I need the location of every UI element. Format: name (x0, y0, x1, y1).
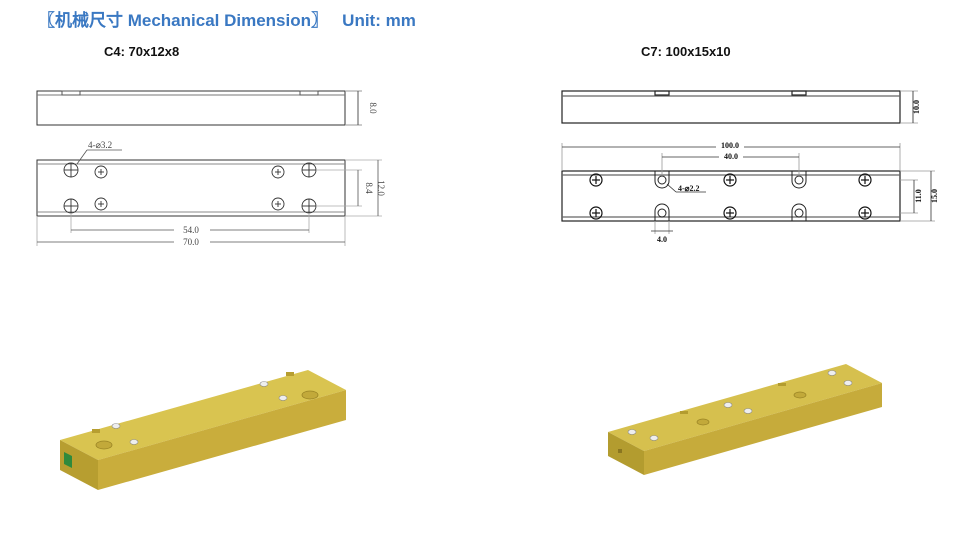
page-title: 〖机械尺寸 Mechanical Dimension〗 Unit: mm (38, 11, 416, 30)
c7-slot-dim: 4.0 (657, 235, 667, 244)
c4-3d-render (60, 370, 346, 490)
c7-screw (723, 206, 737, 220)
c4-hole (63, 198, 79, 214)
c4-width-dim: 12.0 (376, 180, 386, 196)
c4-hole-spacing: 54.0 (183, 225, 199, 235)
c7-height-dim: 10.0 (912, 100, 921, 114)
c7-3d-render (608, 364, 882, 475)
c4-inner-dim: 8.4 (364, 182, 374, 194)
c7-screw (858, 173, 872, 187)
c7-screw (723, 173, 737, 187)
c7-screw (858, 206, 872, 220)
c4-height-dim: 8.0 (368, 102, 378, 114)
c4-screw (94, 197, 108, 211)
c7-hole-spacing: 40.0 (724, 152, 738, 161)
c4-screw (271, 197, 285, 211)
c4-top-view (36, 159, 346, 217)
c4-hole (301, 162, 317, 178)
c7-screws (589, 173, 872, 220)
c4-side-view (36, 90, 362, 126)
c7-width-dim: 15.0 (930, 189, 939, 203)
c4-screw (271, 165, 285, 179)
c7-length-dim: 100.0 (721, 141, 739, 150)
c4-label: C4: 70x12x8 (104, 44, 180, 59)
c7-screw (589, 206, 603, 220)
c4-screw (94, 165, 108, 179)
c7-side-view (561, 90, 918, 124)
c4-hole (63, 162, 79, 178)
c7-inner-dim: 11.0 (914, 189, 923, 203)
c7-hole-note: 4-⌀2.2 (678, 184, 699, 193)
c7-screw (589, 173, 603, 187)
c4-length-dim: 70.0 (183, 237, 199, 247)
c4-hole (301, 198, 317, 214)
c4-mount-holes (63, 162, 317, 214)
c4-hole-note: 4-⌀3.2 (88, 140, 112, 150)
c7-top-view (561, 170, 901, 222)
c7-label: C7: 100x15x10 (641, 44, 731, 59)
